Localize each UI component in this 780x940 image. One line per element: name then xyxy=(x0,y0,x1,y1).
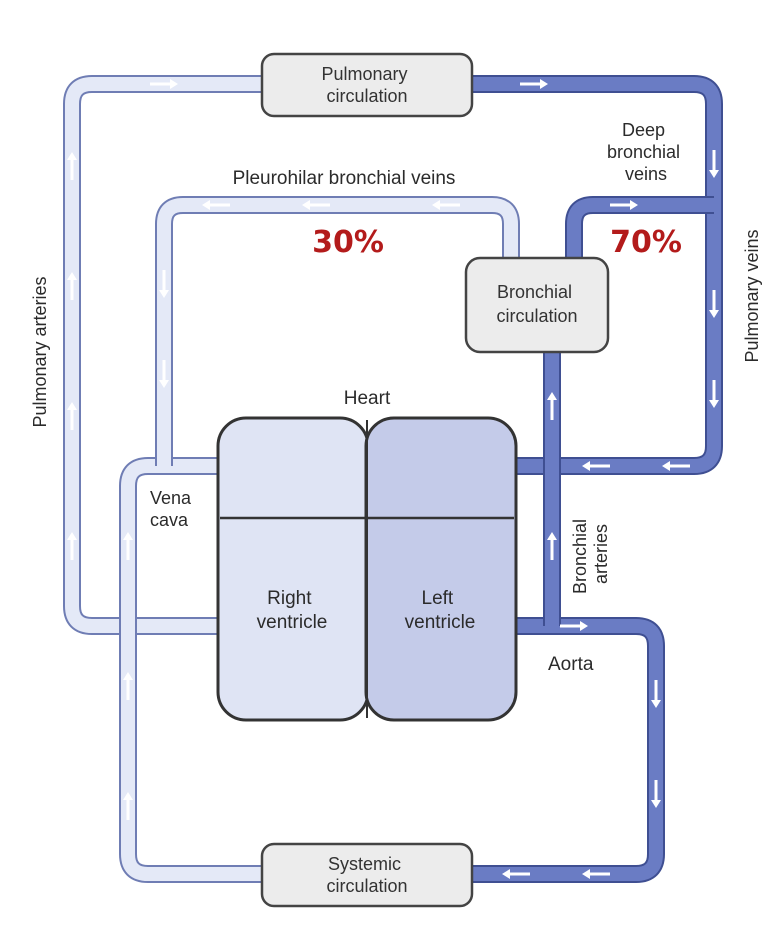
svg-text:Pulmonary circulation: Pulmonary circulation xyxy=(321,64,412,106)
deep-bronchial-percent: 70% xyxy=(610,225,682,260)
svg-text:Bronchial circulation: Bronchial circulation xyxy=(496,282,577,326)
pulmonary-box-line-1: Pulmonary xyxy=(321,64,407,84)
bronchial-box-line-1: Bronchial xyxy=(497,282,572,302)
systemic-return-arrow-1 xyxy=(123,672,133,700)
pleurohilar-arrow-2 xyxy=(202,200,230,210)
pulmonary-artery-arrow-3 xyxy=(67,152,77,180)
svg-text:Systemic circulation: Systemic circulation xyxy=(326,854,407,896)
left-heart-chambers xyxy=(364,416,518,722)
pleurohilar-down-arrow-0 xyxy=(159,270,169,298)
pulmonary-arteries-label: Pulmonary arteries xyxy=(30,276,50,427)
pulmonary-vein-arrow-2 xyxy=(709,380,719,408)
pulmonary-box-line-2: circulation xyxy=(326,86,407,106)
pulmonary-vein-arrow-0 xyxy=(709,150,719,178)
pleurohilar-down-arrow-1 xyxy=(159,360,169,388)
bronchial-box-line-2: circulation xyxy=(496,306,577,326)
pulmonary-artery-arrow-0 xyxy=(67,532,77,560)
pleurohilar-vein-vessel xyxy=(157,198,518,466)
systemic-return-arrow-2 xyxy=(123,532,133,560)
pulmonary-veins-label: Pulmonary veins xyxy=(742,229,762,362)
right-heart-chambers xyxy=(216,416,370,722)
flow-arrows xyxy=(67,79,719,879)
systemic-box-line-1: Systemic xyxy=(328,854,401,874)
heart: Heart Right ventricle Left ventricle xyxy=(216,388,518,722)
deep-bronchial-veins-label: Deep bronchial veins xyxy=(607,120,685,184)
systemic-return-vessel xyxy=(121,459,262,881)
aorta-arrow-down-1 xyxy=(651,780,661,808)
pulmonary-artery-vessel xyxy=(65,77,262,633)
bronchial-artery-arrow-1 xyxy=(547,392,557,420)
pulmonary-artery-arrow-1 xyxy=(67,402,77,430)
bronchial-arteries-label: Bronchial arteries xyxy=(570,514,611,594)
aorta-arrow-right xyxy=(560,621,588,631)
bronchial-artery-arrow-0 xyxy=(547,532,557,560)
systemic-box-line-2: circulation xyxy=(326,876,407,896)
pleurohilar-arrow-0 xyxy=(432,200,460,210)
deep-bronchial-arrow xyxy=(610,200,638,210)
pulmonary-artery-arrow-top xyxy=(150,79,178,89)
aorta-label: Aorta xyxy=(548,654,594,675)
pleurohilar-percent: 30% xyxy=(312,225,384,260)
vena-cava-label: Vena cava xyxy=(150,488,196,530)
pleurohilar-arrow-1 xyxy=(302,200,330,210)
pulmonary-vein-vessel xyxy=(472,77,721,473)
aorta-vessel xyxy=(472,619,663,881)
pleurohilar-veins-label: Pleurohilar bronchial veins xyxy=(233,168,456,189)
bronchial-circulation-box: Bronchial circulation xyxy=(464,256,610,354)
aorta-arrow-bottom-0 xyxy=(582,869,610,879)
aorta-arrow-down-0 xyxy=(651,680,661,708)
pulmonary-circulation-box: Pulmonary circulation xyxy=(260,52,474,118)
left-ventricle-label: Left ventricle xyxy=(405,588,476,633)
pulmonary-vein-arrow-bottom-1 xyxy=(582,461,610,471)
right-ventricle-label: Right ventricle xyxy=(257,588,328,633)
systemic-return-arrow-0 xyxy=(123,792,133,820)
oxygenated-vessels xyxy=(472,75,723,883)
heart-title: Heart xyxy=(344,388,391,409)
pulmonary-vein-arrow-1 xyxy=(709,290,719,318)
aorta-arrow-bottom-1 xyxy=(502,869,530,879)
deoxygenated-vessels xyxy=(63,75,520,883)
pulmonary-artery-arrow-2 xyxy=(67,272,77,300)
pulmonary-vein-arrow-bottom-0 xyxy=(662,461,690,471)
deep-bronchial-vein-vessel xyxy=(567,198,714,258)
systemic-circulation-box: Systemic circulation xyxy=(260,842,474,908)
pulmonary-vein-arrow-top xyxy=(520,79,548,89)
